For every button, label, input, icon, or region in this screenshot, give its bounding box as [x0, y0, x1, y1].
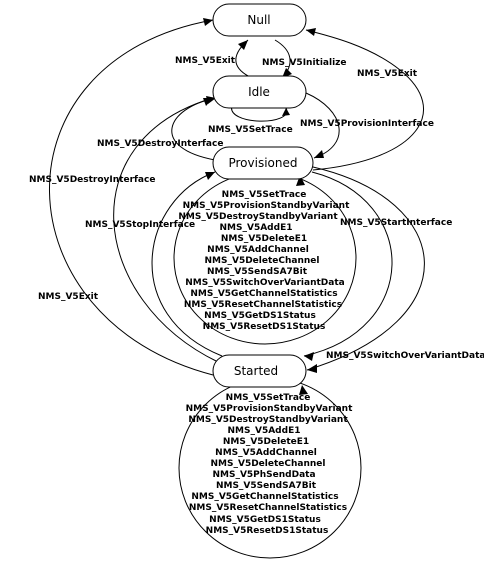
loop-label: NMS_V5GetChannelStatistics [191, 492, 338, 502]
state-null-label: Null [247, 13, 270, 27]
edge-started-null-exit [49, 19, 214, 376]
edge-idle-provisioned-provision [305, 92, 340, 159]
state-provisioned-label: Provisioned [228, 156, 297, 170]
loop-label: NMS_V5SetTrace [222, 190, 307, 200]
label-null-idle-initialize: NMS_V5Initialize [262, 58, 347, 68]
arrowhead [282, 108, 290, 116]
arrowhead [205, 172, 215, 180]
loop-label: NMS_V5GetChannelStatistics [190, 289, 337, 299]
loop-label: NMS_V5SetTrace [226, 393, 311, 403]
edge-provisioned-started-switch [306, 166, 425, 371]
started-loop-labels: NMS_V5SetTrace NMS_V5ProvisionStandbyVar… [186, 393, 353, 536]
state-null[interactable]: Null [212, 3, 307, 37]
state-started[interactable]: Started [212, 354, 307, 388]
state-idle-label: Idle [248, 85, 270, 99]
loop-label: NMS_V5DeleteE1 [223, 437, 309, 447]
loop-label: NMS_V5DeleteE1 [221, 234, 307, 244]
edge-started-idle-destroy [113, 97, 219, 363]
loop-label: NMS_V5PhSendData [212, 470, 315, 480]
loop-label: NMS_V5DestroyStandbyVariant [178, 212, 338, 222]
arrowhead [203, 98, 213, 106]
arrowhead [296, 175, 305, 186]
label-provisioned-null-exit: NMS_V5Exit [357, 69, 418, 79]
arrowhead [203, 18, 213, 26]
loop-label: NMS_V5ResetChannelStatistics [184, 300, 342, 310]
label-provisioned-started-start: NMS_V5StartInterface [340, 218, 452, 228]
state-started-label: Started [234, 364, 278, 378]
loop-label: NMS_V5ResetDS1Status [203, 322, 326, 332]
edge-provisioned-started-start [303, 171, 393, 357]
label-started-null-exit: NMS_V5Exit [38, 292, 99, 302]
arrowhead [306, 28, 316, 36]
arrowhead [314, 150, 324, 158]
loop-label: NMS_V5ResetChannelStatistics [189, 503, 347, 513]
loop-label: NMS_V5ProvisionStandbyVariant [186, 404, 353, 414]
loop-label: NMS_V5GetDS1Status [204, 311, 316, 321]
label-idle-settrace: NMS_V5SetTrace [208, 125, 293, 135]
loop-label: NMS_V5DeleteChannel [211, 459, 326, 469]
label-idle-null-exit: NMS_V5Exit [175, 56, 236, 66]
loop-label: NMS_V5SendSA7Bit [207, 267, 308, 277]
arrowhead [238, 40, 248, 50]
label-provisioned-idle-destroy: NMS_V5DestroyInterface [97, 139, 223, 149]
loop-label: NMS_V5AddE1 [220, 223, 293, 233]
loop-label: NMS_V5AddChannel [215, 448, 317, 458]
loop-label: NMS_V5AddE1 [228, 426, 301, 436]
provisioned-loop-labels: NMS_V5SetTrace NMS_V5ProvisionStandbyVar… [178, 190, 350, 332]
loop-label: NMS_V5SendSA7Bit [216, 481, 317, 491]
arrowhead [299, 385, 308, 395]
loop-label: NMS_V5ProvisionStandbyVariant [183, 201, 350, 211]
state-idle[interactable]: Idle [212, 75, 307, 109]
arrowhead [304, 352, 314, 361]
state-provisioned[interactable]: Provisioned [212, 146, 314, 180]
loop-label: NMS_V5GetDS1Status [209, 515, 321, 525]
edge-provisioned-null-exit [305, 29, 425, 171]
edge-started-provisioned-stop [151, 171, 223, 357]
loop-label: NMS_V5AddChannel [207, 245, 309, 255]
label-started-provisioned-stop: NMS_V5StopInterface [85, 220, 195, 230]
arrowhead [307, 364, 317, 373]
loop-label: NMS_V5SwitchOverVariantData [185, 278, 344, 288]
label-provisioned-started-switch: NMS_V5SwitchOverVariantData [326, 351, 484, 361]
loop-label: NMS_V5DestroyStandbyVariant [188, 415, 348, 425]
loop-label: NMS_V5DeleteChannel [205, 256, 320, 266]
label-started-idle-destroy: NMS_V5DestroyInterface [29, 175, 155, 185]
label-idle-provisioned-provision: NMS_V5ProvisionInterface [300, 119, 434, 129]
loop-label: NMS_V5ResetDS1Status [206, 526, 329, 536]
